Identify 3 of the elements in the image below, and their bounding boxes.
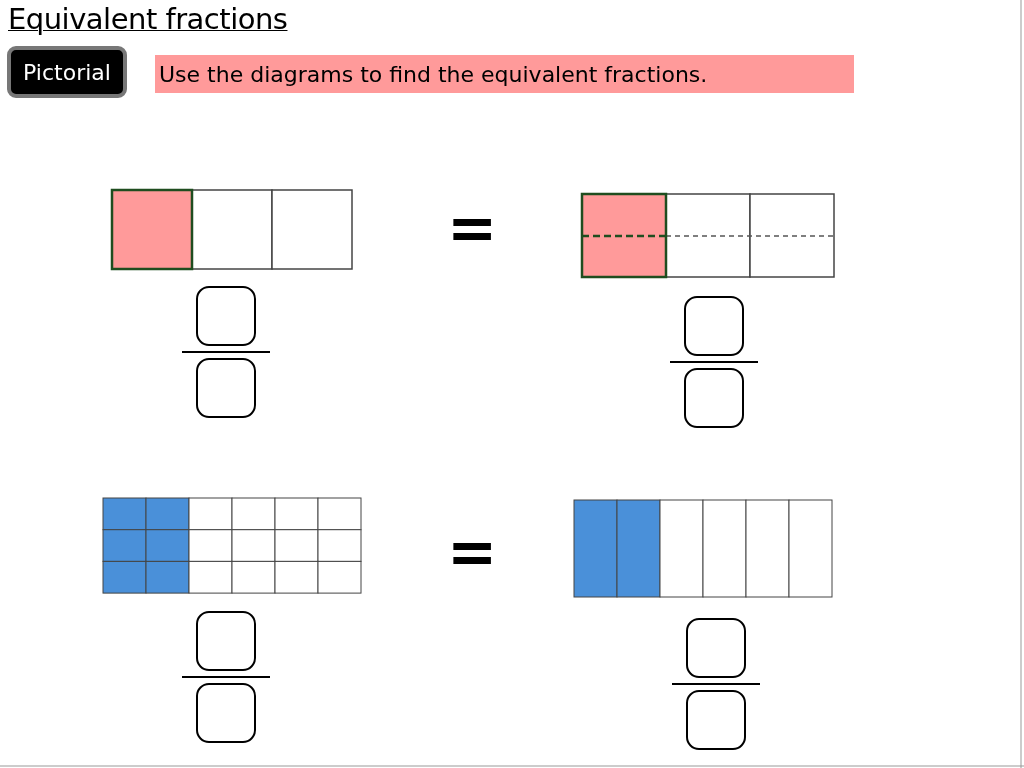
instruction-banner: Use the diagrams to find the equivalent fractions.: [155, 55, 854, 93]
section-badge: Pictorial: [7, 46, 127, 98]
title: Equivalent fractions: [8, 2, 288, 36]
